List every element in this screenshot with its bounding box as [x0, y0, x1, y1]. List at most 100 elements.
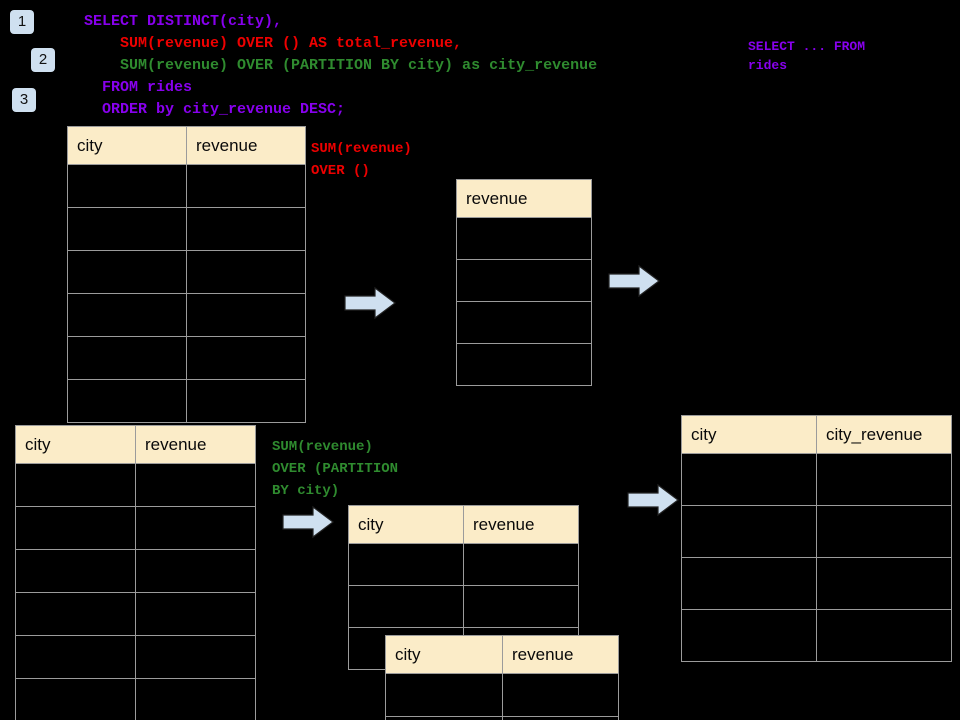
table-row [67, 250, 306, 294]
sql-line-4: FROM rides [84, 79, 193, 96]
table-cell [681, 453, 817, 506]
table-cell [456, 259, 592, 302]
table-header-row: city revenue [15, 425, 256, 464]
table-cell [135, 506, 256, 550]
table-cell [135, 463, 256, 507]
column-header-revenue: revenue [135, 425, 256, 464]
table-cell [816, 557, 952, 610]
sql-line-1: SELECT DISTINCT(city), [84, 13, 283, 30]
table-header-row: city revenue [67, 126, 306, 165]
column-header-revenue: revenue [456, 179, 592, 218]
table-cell [135, 592, 256, 636]
table-header-row: city revenue [348, 505, 579, 544]
table-row [348, 585, 579, 628]
table-row [67, 164, 306, 208]
table-cell [681, 505, 817, 558]
table-cell [186, 164, 306, 208]
table-body [681, 453, 952, 662]
table-row [15, 549, 256, 593]
column-header-city: city [348, 505, 464, 544]
table-row [385, 673, 619, 717]
table-row [67, 293, 306, 337]
table-cell [816, 453, 952, 506]
table-cell [15, 592, 136, 636]
table-row [67, 336, 306, 380]
table-cell [135, 549, 256, 593]
arrow-total-to-result-top [608, 264, 660, 298]
table-header-row: city city_revenue [681, 415, 952, 454]
table-row [348, 543, 579, 586]
table-row [456, 259, 592, 302]
table-cell [135, 678, 256, 720]
table-cell [67, 207, 187, 251]
table-cell [348, 543, 464, 586]
table-cell [456, 217, 592, 260]
table-row [67, 379, 306, 423]
table-cell [186, 207, 306, 251]
table-cell [135, 635, 256, 679]
table-cell [186, 336, 306, 380]
table-cell [502, 673, 619, 717]
source-table-bottom: city revenue [15, 425, 256, 720]
table-row [681, 609, 952, 662]
sql-line-3: SUM(revenue) OVER (PARTITION BY city) as… [84, 57, 598, 74]
column-header-revenue: revenue [186, 126, 306, 165]
table-header-row: city revenue [385, 635, 619, 674]
table-row [681, 453, 952, 506]
table-row [15, 678, 256, 720]
column-header-city: city [15, 425, 136, 464]
table-cell [456, 301, 592, 344]
table-body [385, 673, 619, 720]
table-row [456, 343, 592, 386]
table-cell [385, 716, 503, 720]
table-row [456, 217, 592, 260]
table-body [67, 164, 306, 423]
table-cell [15, 635, 136, 679]
table-body [15, 463, 256, 720]
partition-table-front: city revenue [385, 635, 619, 720]
table-cell [15, 678, 136, 720]
table-cell [67, 293, 187, 337]
table-cell [67, 164, 187, 208]
table-cell [348, 585, 464, 628]
annotation-sum-over-partition: SUM(revenue) OVER (PARTITION BY city) [272, 439, 399, 499]
step-badge-1: 1 [10, 10, 34, 34]
table-row [67, 207, 306, 251]
total-revenue-table: revenue [456, 179, 592, 386]
table-cell [67, 336, 187, 380]
arrow-source-to-total [344, 286, 396, 320]
table-cell [681, 609, 817, 662]
table-cell [186, 379, 306, 423]
table-cell [67, 250, 187, 294]
column-header-revenue: revenue [502, 635, 619, 674]
sql-line-2: SUM(revenue) OVER () AS total_revenue, [84, 35, 463, 52]
table-cell [681, 557, 817, 610]
table-cell [385, 673, 503, 717]
table-header-row: revenue [456, 179, 592, 218]
table-cell [15, 463, 136, 507]
table-row [15, 635, 256, 679]
table-row [681, 557, 952, 610]
table-body [456, 217, 592, 386]
table-cell [816, 505, 952, 558]
column-header-city-revenue: city_revenue [816, 415, 952, 454]
table-cell [456, 343, 592, 386]
arrow-partition-to-result [627, 483, 679, 517]
table-row [681, 505, 952, 558]
table-cell [186, 293, 306, 337]
column-header-city: city [385, 635, 503, 674]
column-header-city: city [67, 126, 187, 165]
table-row [15, 506, 256, 550]
step-badge-3: 3 [12, 88, 36, 112]
table-cell [67, 379, 187, 423]
result-table: city city_revenue [681, 415, 952, 662]
arrow-source-to-partition [282, 505, 334, 539]
table-cell [186, 250, 306, 294]
column-header-city: city [681, 415, 817, 454]
table-cell [502, 716, 619, 720]
table-cell [15, 549, 136, 593]
table-row [456, 301, 592, 344]
column-header-revenue: revenue [463, 505, 579, 544]
source-table-top: city revenue [67, 126, 306, 423]
